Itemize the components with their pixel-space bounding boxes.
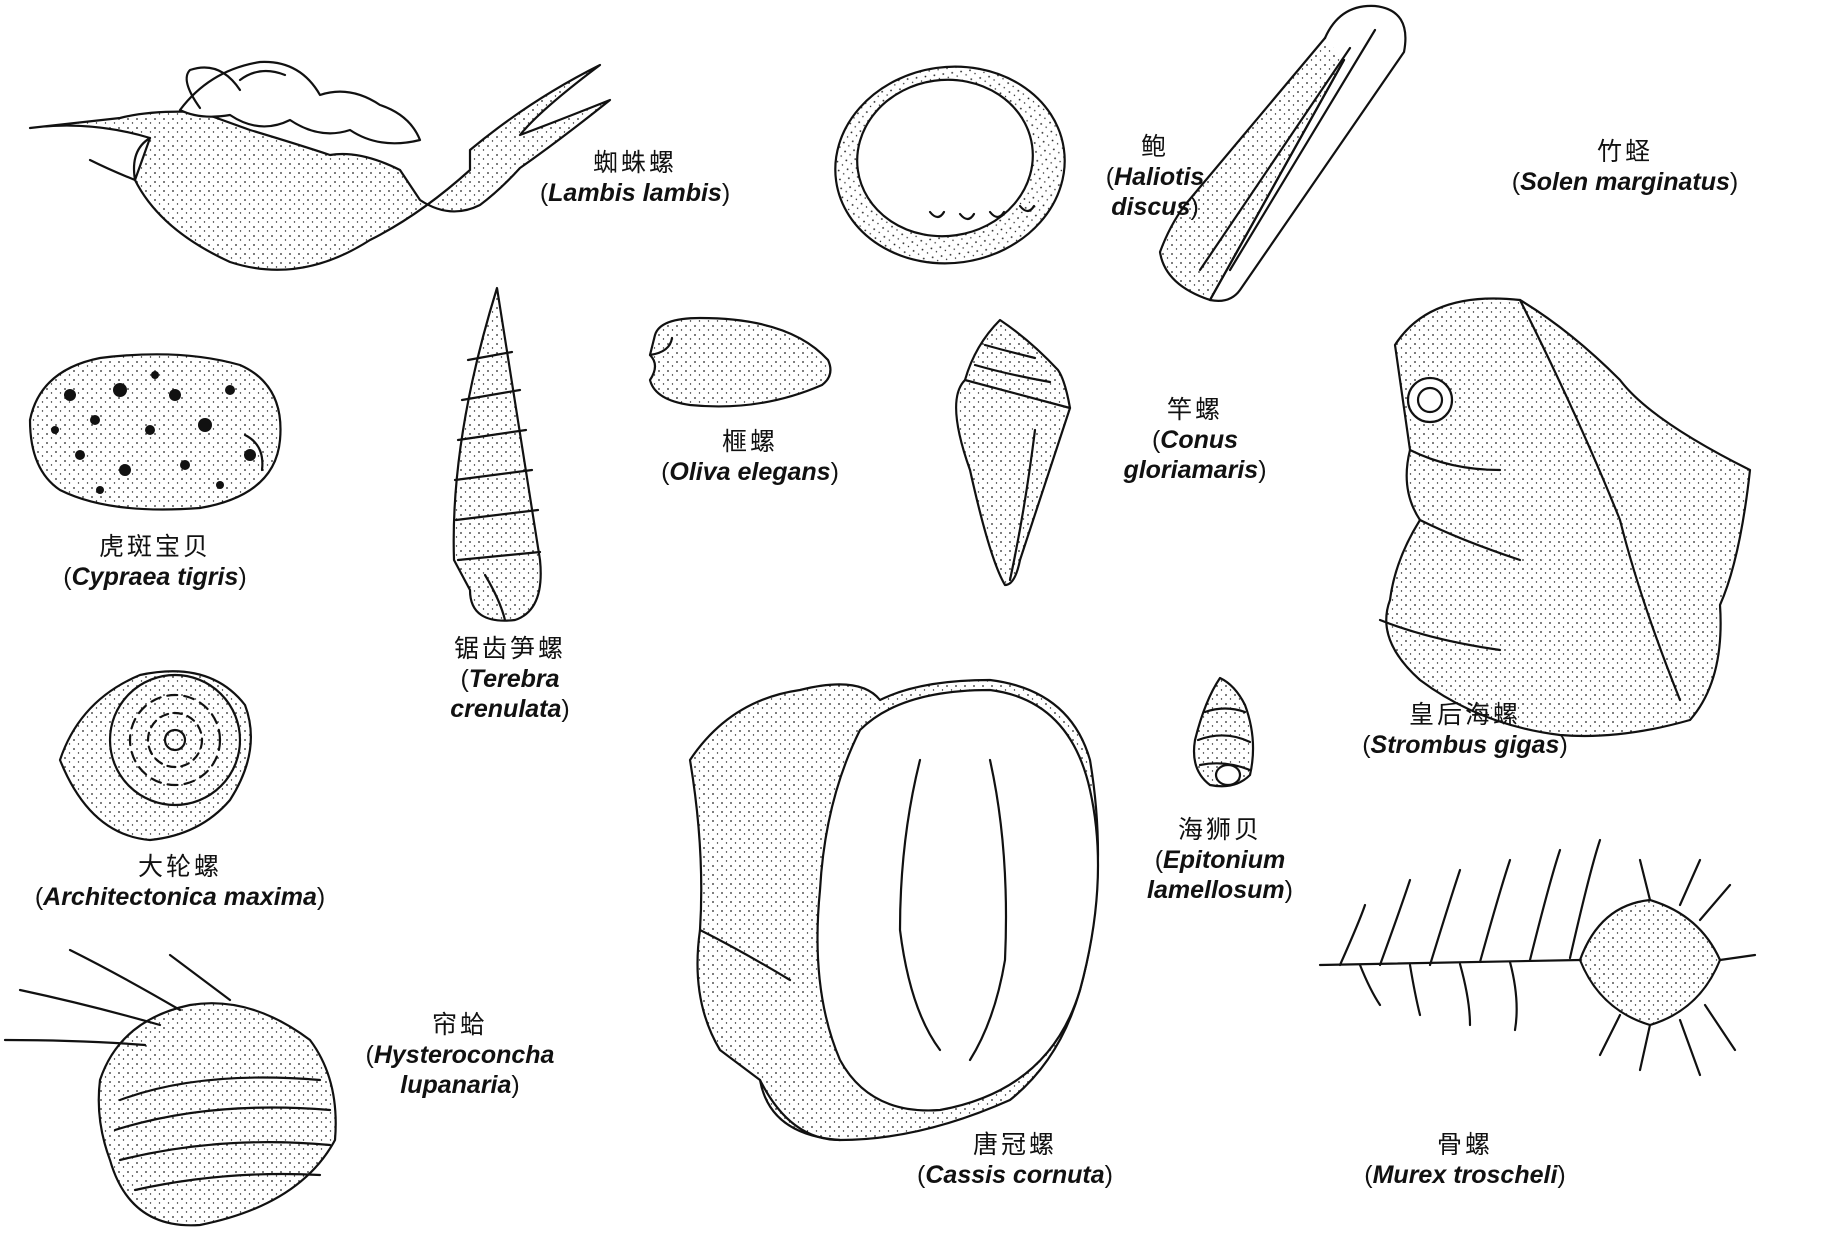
label-sci: (Murex troscheli) (1364, 1161, 1566, 1189)
label-sci: (Strombus gigas) (1362, 731, 1568, 759)
label-cn: 虎斑宝贝 (98, 532, 211, 561)
label-cn: 大轮螺 (137, 852, 222, 881)
spider-conch-icon (28, 60, 612, 271)
label-cn: 榧螺 (721, 427, 778, 456)
label-sci: (Hysteroconcha (365, 1041, 555, 1069)
label-sci: (Architectonica maxima) (34, 883, 326, 911)
label-sci: (Lambis lambis) (539, 179, 731, 207)
label-cn: 竹蛏 (1596, 137, 1653, 166)
label-venus-clam: 帘蛤 (Hysteroconcha lupanaria) (345, 1010, 575, 1100)
olive-shell-icon (648, 316, 832, 408)
label-sundial-shell: 大轮螺 (Architectonica maxima) (5, 852, 355, 912)
label-sci: (Terebra (460, 665, 560, 693)
tiger-cowrie-icon (28, 353, 282, 511)
label-cn: 蜘蛛螺 (592, 148, 677, 177)
label-wentletrap: 海狮贝 (Epitonium lamellosum) (1125, 815, 1315, 905)
label-cn: 海狮贝 (1177, 815, 1262, 844)
murex-shell-icon (1318, 838, 1757, 1077)
razor-clam-icon (1158, 4, 1407, 302)
abalone-icon (834, 65, 1066, 265)
label-abalone: 鲍 (Haliotis discus) (1070, 132, 1240, 222)
sundial-shell-icon (58, 670, 252, 842)
helmet-shell-icon (688, 678, 1100, 1142)
label-sci: (Cypraea tigris) (63, 563, 247, 591)
label-auger-shell: 锯齿笋螺 (Terebra crenulata) (425, 634, 595, 724)
label-sci: (Oliva elegans) (661, 458, 839, 486)
label-murex-shell: 骨螺 (Murex troscheli) (1340, 1130, 1590, 1190)
label-cn: 骨螺 (1436, 1130, 1493, 1159)
label-cn: 鲍 (1140, 132, 1169, 161)
label-sci: (Haliotis (1105, 163, 1205, 191)
label-cn: 锯齿笋螺 (453, 634, 566, 663)
label-cone-shell: 竿螺 (Conus gloriamaris) (1100, 395, 1290, 485)
queen-conch-icon (1378, 297, 1752, 738)
label-sci: (Cassis cornuta) (917, 1161, 1113, 1189)
label-spider-conch: 蜘蛛螺 (Lambis lambis) (515, 148, 755, 208)
label-razor-clam: 竹蛏 (Solen marginatus) (1495, 137, 1755, 197)
label-cn: 竿螺 (1166, 395, 1223, 424)
label-sci: gloriamaris) (1123, 456, 1267, 484)
label-helmet-shell: 唐冠螺 (Cassis cornuta) (890, 1130, 1140, 1190)
auger-shell-icon (452, 286, 542, 622)
label-sci: (Solen marginatus) (1511, 168, 1739, 196)
label-olive-shell: 榧螺 (Oliva elegans) (640, 427, 860, 487)
label-sci: (Conus (1151, 426, 1239, 454)
label-sci: lupanaria) (400, 1071, 520, 1099)
label-sci: discus) (1111, 193, 1199, 221)
cone-shell-icon (955, 318, 1072, 587)
label-sci: lamellosum) (1147, 876, 1293, 904)
label-queen-conch: 皇后海螺 (Strombus gigas) (1340, 700, 1590, 760)
label-cn: 唐冠螺 (972, 1130, 1057, 1159)
label-cn: 帘蛤 (431, 1010, 488, 1039)
label-cn: 皇后海螺 (1408, 700, 1521, 729)
wentletrap-icon (1192, 676, 1255, 788)
label-tiger-cowrie: 虎斑宝贝 (Cypraea tigris) (40, 532, 270, 592)
label-sci: (Epitonium (1154, 846, 1286, 874)
label-sci: crenulata) (450, 695, 570, 723)
venus-clam-icon (3, 948, 337, 1227)
